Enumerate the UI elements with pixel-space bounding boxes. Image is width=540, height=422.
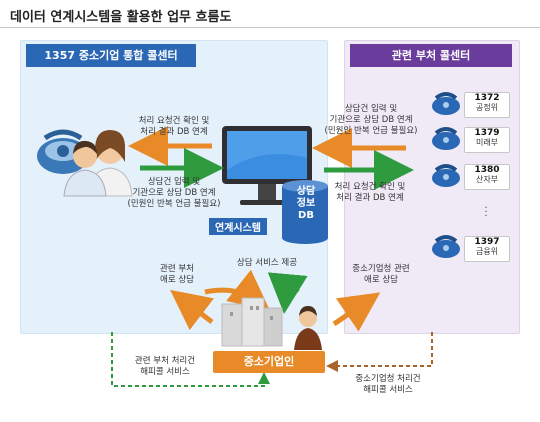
phone-org: 산자부: [475, 175, 499, 184]
phone-number-box: 1379 미래부: [464, 127, 510, 153]
phone-org: 공정위: [475, 103, 499, 112]
agents-illustration: [37, 129, 133, 197]
label-line: 애로 상담: [160, 275, 194, 285]
phone-number: 1379: [474, 128, 500, 138]
monitor-illustration: [222, 126, 312, 205]
label-line: 관련 부처: [160, 264, 194, 274]
phone-org: 미래부: [475, 138, 499, 147]
db-label: 상담 정보 DB: [288, 186, 324, 222]
db-cylinder-illustration: [282, 180, 328, 244]
label-line: 중소기업청 관련: [352, 264, 410, 274]
label-smba-counsel: 중소기업청 관련 애로 상담: [338, 264, 424, 286]
page-title: 데이터 연계시스템을 활용한 업무 흐름도: [10, 10, 232, 25]
phone-org: 금융위: [475, 247, 499, 256]
label-line: 관련 부처 처리건: [134, 356, 196, 366]
label-ministry-counsel: 관련 부처 애로 상담: [150, 264, 204, 286]
label-happy-call-ministry: 관련 부처 처리건 해피콜 서비스: [122, 356, 208, 378]
label-line: 처리 요청건 확인 및: [334, 182, 406, 192]
label-bottom-right-arrow: 처리 요청건 확인 및 처리 결과 DB 연계: [318, 182, 422, 204]
smb-owner-label: 중소기업인: [213, 351, 325, 373]
smb-illustration: [221, 297, 322, 350]
label-top-right-arrow: 상담건 입력 및 기관으로 상담 DB 연계 (민원인 반복 언급 불필요): [316, 104, 426, 137]
label-line: 처리 요청건 확인 및: [138, 116, 210, 126]
label-line: 해피콜 서비스: [363, 385, 413, 395]
label-line: 기관으로 상담 DB 연계: [329, 115, 413, 125]
label-top-left-arrow: 처리 요청건 확인 및 처리 결과 DB 연계: [124, 116, 224, 138]
label-service: 상담 서비스 제공: [236, 258, 298, 268]
more-ellipsis: ···: [484, 203, 488, 222]
integrated-callcenter-header: 1357 중소기업 통합 콜센터: [26, 44, 196, 67]
phone-number-box: 1372 공정위: [464, 92, 510, 118]
phone-number: 1397: [474, 237, 500, 247]
label-line: 상담건 입력 및: [344, 104, 398, 114]
phone-number-box: 1380 산자부: [464, 164, 510, 190]
phone-number: 1372: [474, 93, 500, 103]
linkage-system-label: 연계시스템: [209, 218, 267, 235]
label-line: 기관으로 상담 DB 연계: [132, 188, 216, 198]
phone-number-box: 1397 금융위: [464, 236, 510, 262]
label-line: 처리 결과 DB 연계: [140, 127, 208, 137]
label-line: (민원인 반복 언급 불필요): [127, 199, 221, 209]
ministry-callcenter-header: 관련 부처 콜센터: [350, 44, 512, 67]
label-line: 상담건 입력 및: [147, 177, 201, 187]
db-label-line: 상담: [296, 186, 316, 197]
label-happy-call-smba: 중소기업청 처리건 해피콜 서비스: [340, 374, 436, 396]
label-bottom-left-arrow: 상담건 입력 및 기관으로 상담 DB 연계 (민원인 반복 언급 불필요): [120, 177, 228, 210]
db-label-line: 정보: [296, 198, 316, 209]
label-line: (민원인 반복 언급 불필요): [324, 126, 418, 136]
db-label-line: DB: [298, 210, 314, 221]
label-line: 중소기업청 처리건: [355, 374, 421, 384]
label-line: 해피콜 서비스: [140, 367, 190, 377]
label-line: 처리 결과 DB 연계: [336, 193, 404, 203]
label-line: 애로 상담: [364, 275, 398, 285]
phone-number: 1380: [474, 165, 500, 175]
ministry-phones: [432, 92, 460, 258]
title-divider: [0, 27, 540, 28]
